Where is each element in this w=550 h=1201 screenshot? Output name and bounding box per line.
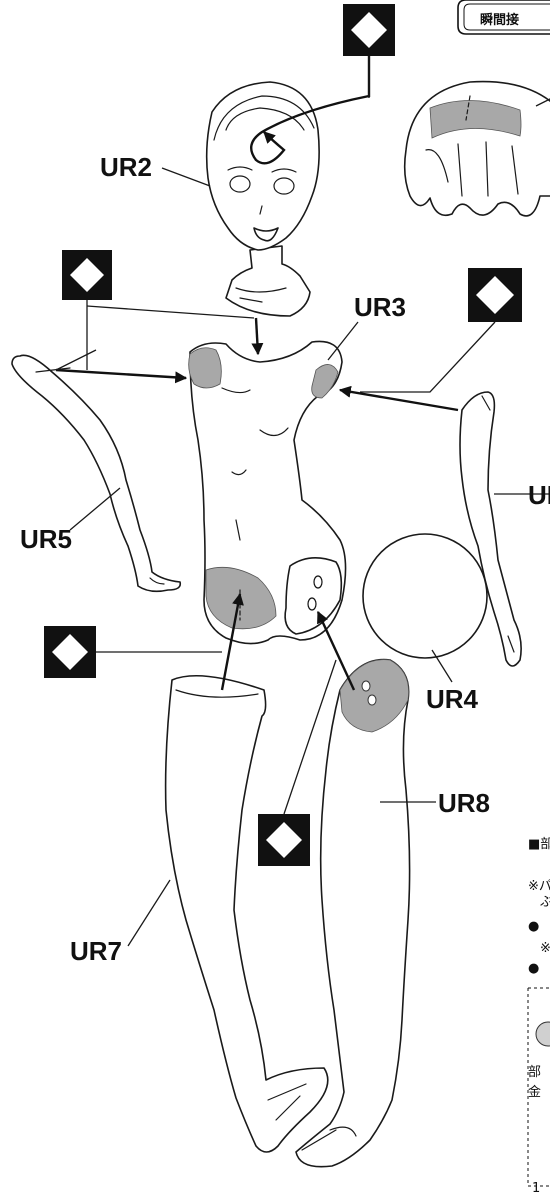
part-left-arm bbox=[12, 355, 180, 591]
label-ur4: UR4 bbox=[426, 684, 479, 714]
notes-panel: ■部 ※パ ぶ ● ※ ● 部 金 1 bbox=[528, 837, 550, 1196]
adhesive-badge: 瞬間接 bbox=[458, 0, 550, 34]
label-ur7: UR7 bbox=[70, 936, 122, 966]
part-head bbox=[207, 82, 319, 316]
note-line-1: ■部 bbox=[528, 837, 550, 852]
note-line-2b: ぶ bbox=[540, 895, 550, 910]
note-line-2: ※パ bbox=[528, 879, 550, 894]
note-line-4: ※ bbox=[540, 941, 550, 956]
note-line-7: 金 bbox=[528, 1084, 541, 1100]
note-line-3: ● bbox=[528, 919, 539, 934]
label-ur6: UI bbox=[528, 480, 550, 510]
note-line-6: 部 bbox=[528, 1065, 541, 1080]
adhesive-badge-text: 瞬間接 bbox=[480, 12, 519, 28]
page-number: 1 bbox=[532, 1181, 540, 1196]
note-line-5: ● bbox=[528, 961, 539, 976]
label-ur5: UR5 bbox=[20, 524, 72, 554]
part-left-leg bbox=[166, 676, 328, 1152]
part-hair bbox=[405, 82, 550, 216]
glue-marker-shoulder-right bbox=[468, 268, 522, 322]
glue-marker-head bbox=[343, 4, 395, 56]
part-ball-joint bbox=[363, 534, 487, 658]
glue-marker-hip-right bbox=[258, 814, 310, 866]
glue-marker-hip-left bbox=[44, 626, 96, 678]
label-ur2: UR2 bbox=[100, 152, 152, 182]
glue-marker-shoulder-left bbox=[62, 250, 112, 300]
label-ur3: UR3 bbox=[354, 292, 406, 322]
part-torso bbox=[189, 341, 346, 643]
label-ur8: UR8 bbox=[438, 788, 490, 818]
